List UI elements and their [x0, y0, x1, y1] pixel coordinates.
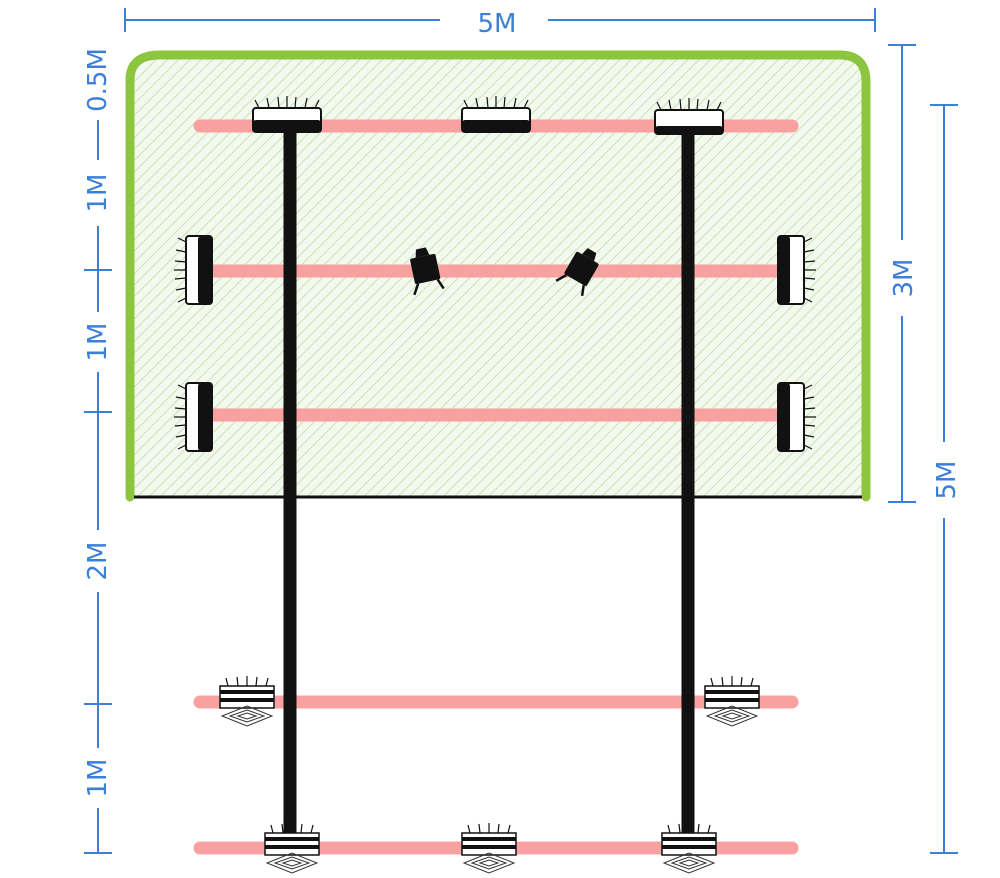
- dimension-right-inner: [888, 44, 916, 503]
- floor-fixture-icon: [661, 823, 717, 874]
- light-fixture-icon: [777, 235, 816, 305]
- dimension-top: [124, 8, 876, 32]
- light-fixture-icon: [777, 382, 816, 452]
- light-fixture-icon: [461, 96, 531, 133]
- light-fixture-icon: [174, 235, 213, 305]
- dimension-left-label-3: 1M: [83, 323, 113, 362]
- posts: [283, 130, 695, 845]
- dimension-right-outer: [930, 104, 958, 854]
- dimension-right-outer-label: 5M: [932, 461, 962, 500]
- camera-icon: [410, 247, 445, 296]
- floor-fixture-icon: [264, 823, 320, 874]
- dimension-left-label-5: 1M: [83, 759, 113, 798]
- floor-fixture-icon: [219, 676, 275, 727]
- light-fixture-icon: [174, 382, 213, 452]
- dimension-right-inner-label: 3M: [889, 259, 919, 298]
- dimension-left-label-4: 2M: [83, 542, 113, 581]
- floor-fixture-icon: [461, 823, 517, 874]
- camera-icon: [555, 248, 599, 296]
- light-fixture-icon: [252, 96, 322, 133]
- dimension-left-label-1: 0.5M: [83, 48, 113, 112]
- dimension-left: [84, 44, 112, 854]
- dimension-left-mask: [80, 40, 120, 120]
- dimension-left-label-2: 1M: [83, 174, 113, 213]
- dimension-top-label: 5M: [478, 9, 517, 39]
- zone-border: [125, 50, 871, 502]
- floor-fixture-icon: [704, 676, 760, 727]
- light-fixture-icon: [654, 98, 724, 135]
